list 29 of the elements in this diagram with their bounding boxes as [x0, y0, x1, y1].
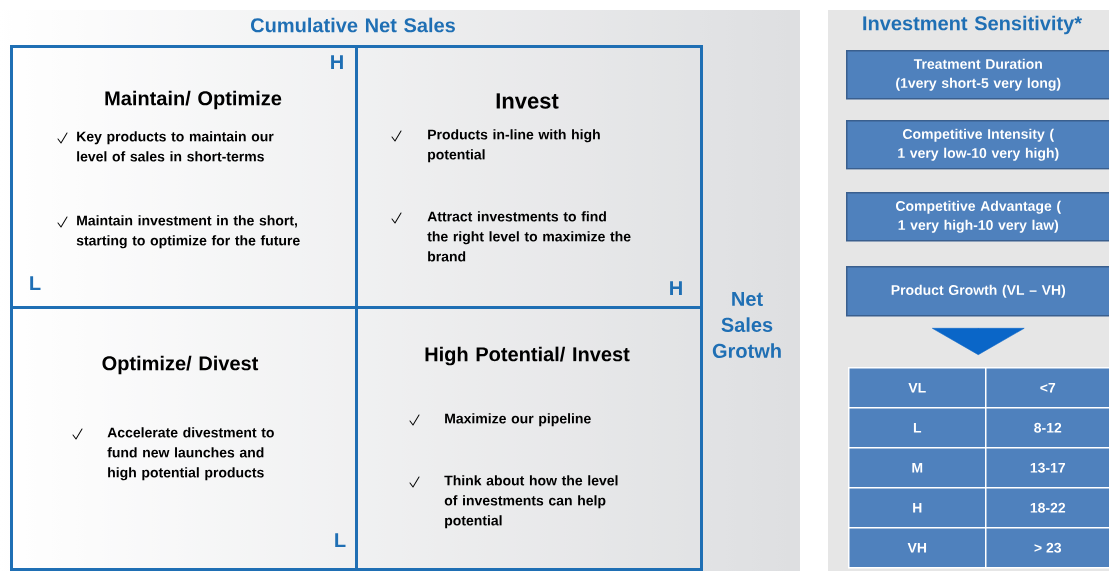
quadrant-heading: Maintain/ Optimize [105, 90, 282, 110]
table-cell: 18-22 [985, 487, 1109, 529]
table-cell: <7 [985, 367, 1109, 409]
quadrant-heading: High Potential/ Invest [425, 346, 630, 366]
table-cell: 8-12 [985, 407, 1109, 449]
criteria-box: Product Growth (VL – VH) [846, 266, 1109, 317]
quadrant-heading: Invest [496, 93, 559, 109]
axis-letter: L [335, 533, 346, 547]
bullet-text: Think about how the level of investments can help potential [444, 475, 618, 529]
bullet-text: Accelerate divestment to fund new launches and high potential products [107, 427, 274, 481]
criteria-box: Competitive Advantage ( 1 very high-10 very law) [846, 192, 1109, 242]
bullet-text: Products in-line with high potential [428, 129, 600, 163]
table-cell: 13-17 [985, 447, 1109, 489]
bullet-text: Attract investments to find the right level to maximize the brand [427, 211, 631, 262]
axis-title: Cumulative Net Sales [251, 17, 455, 33]
axis-letter: H [670, 281, 682, 295]
criteria-box: Competitive Intensity ( 1 very low-10 very high) [846, 120, 1109, 170]
table-cell: > 23 [985, 527, 1109, 569]
quadrant-heading: Optimize/ Divest [102, 355, 259, 375]
table-cell: VH [848, 527, 987, 569]
table-cell: VL [848, 367, 987, 409]
axis-letter: L [30, 276, 41, 290]
bullet-text: Key products to maintain our level of sales in short-terms [77, 131, 274, 162]
bullet-text: Maximize our pipeline [445, 413, 591, 427]
down-arrow [932, 327, 1025, 355]
bullet-text: Maintain investment in the short, starting to optimize for the future [76, 215, 300, 249]
axis-letter: H [331, 55, 343, 69]
axis-title: Net Sales Grotwh [712, 292, 781, 358]
criteria-box: Treatment Duration (1very short-5 very long) [846, 50, 1109, 100]
